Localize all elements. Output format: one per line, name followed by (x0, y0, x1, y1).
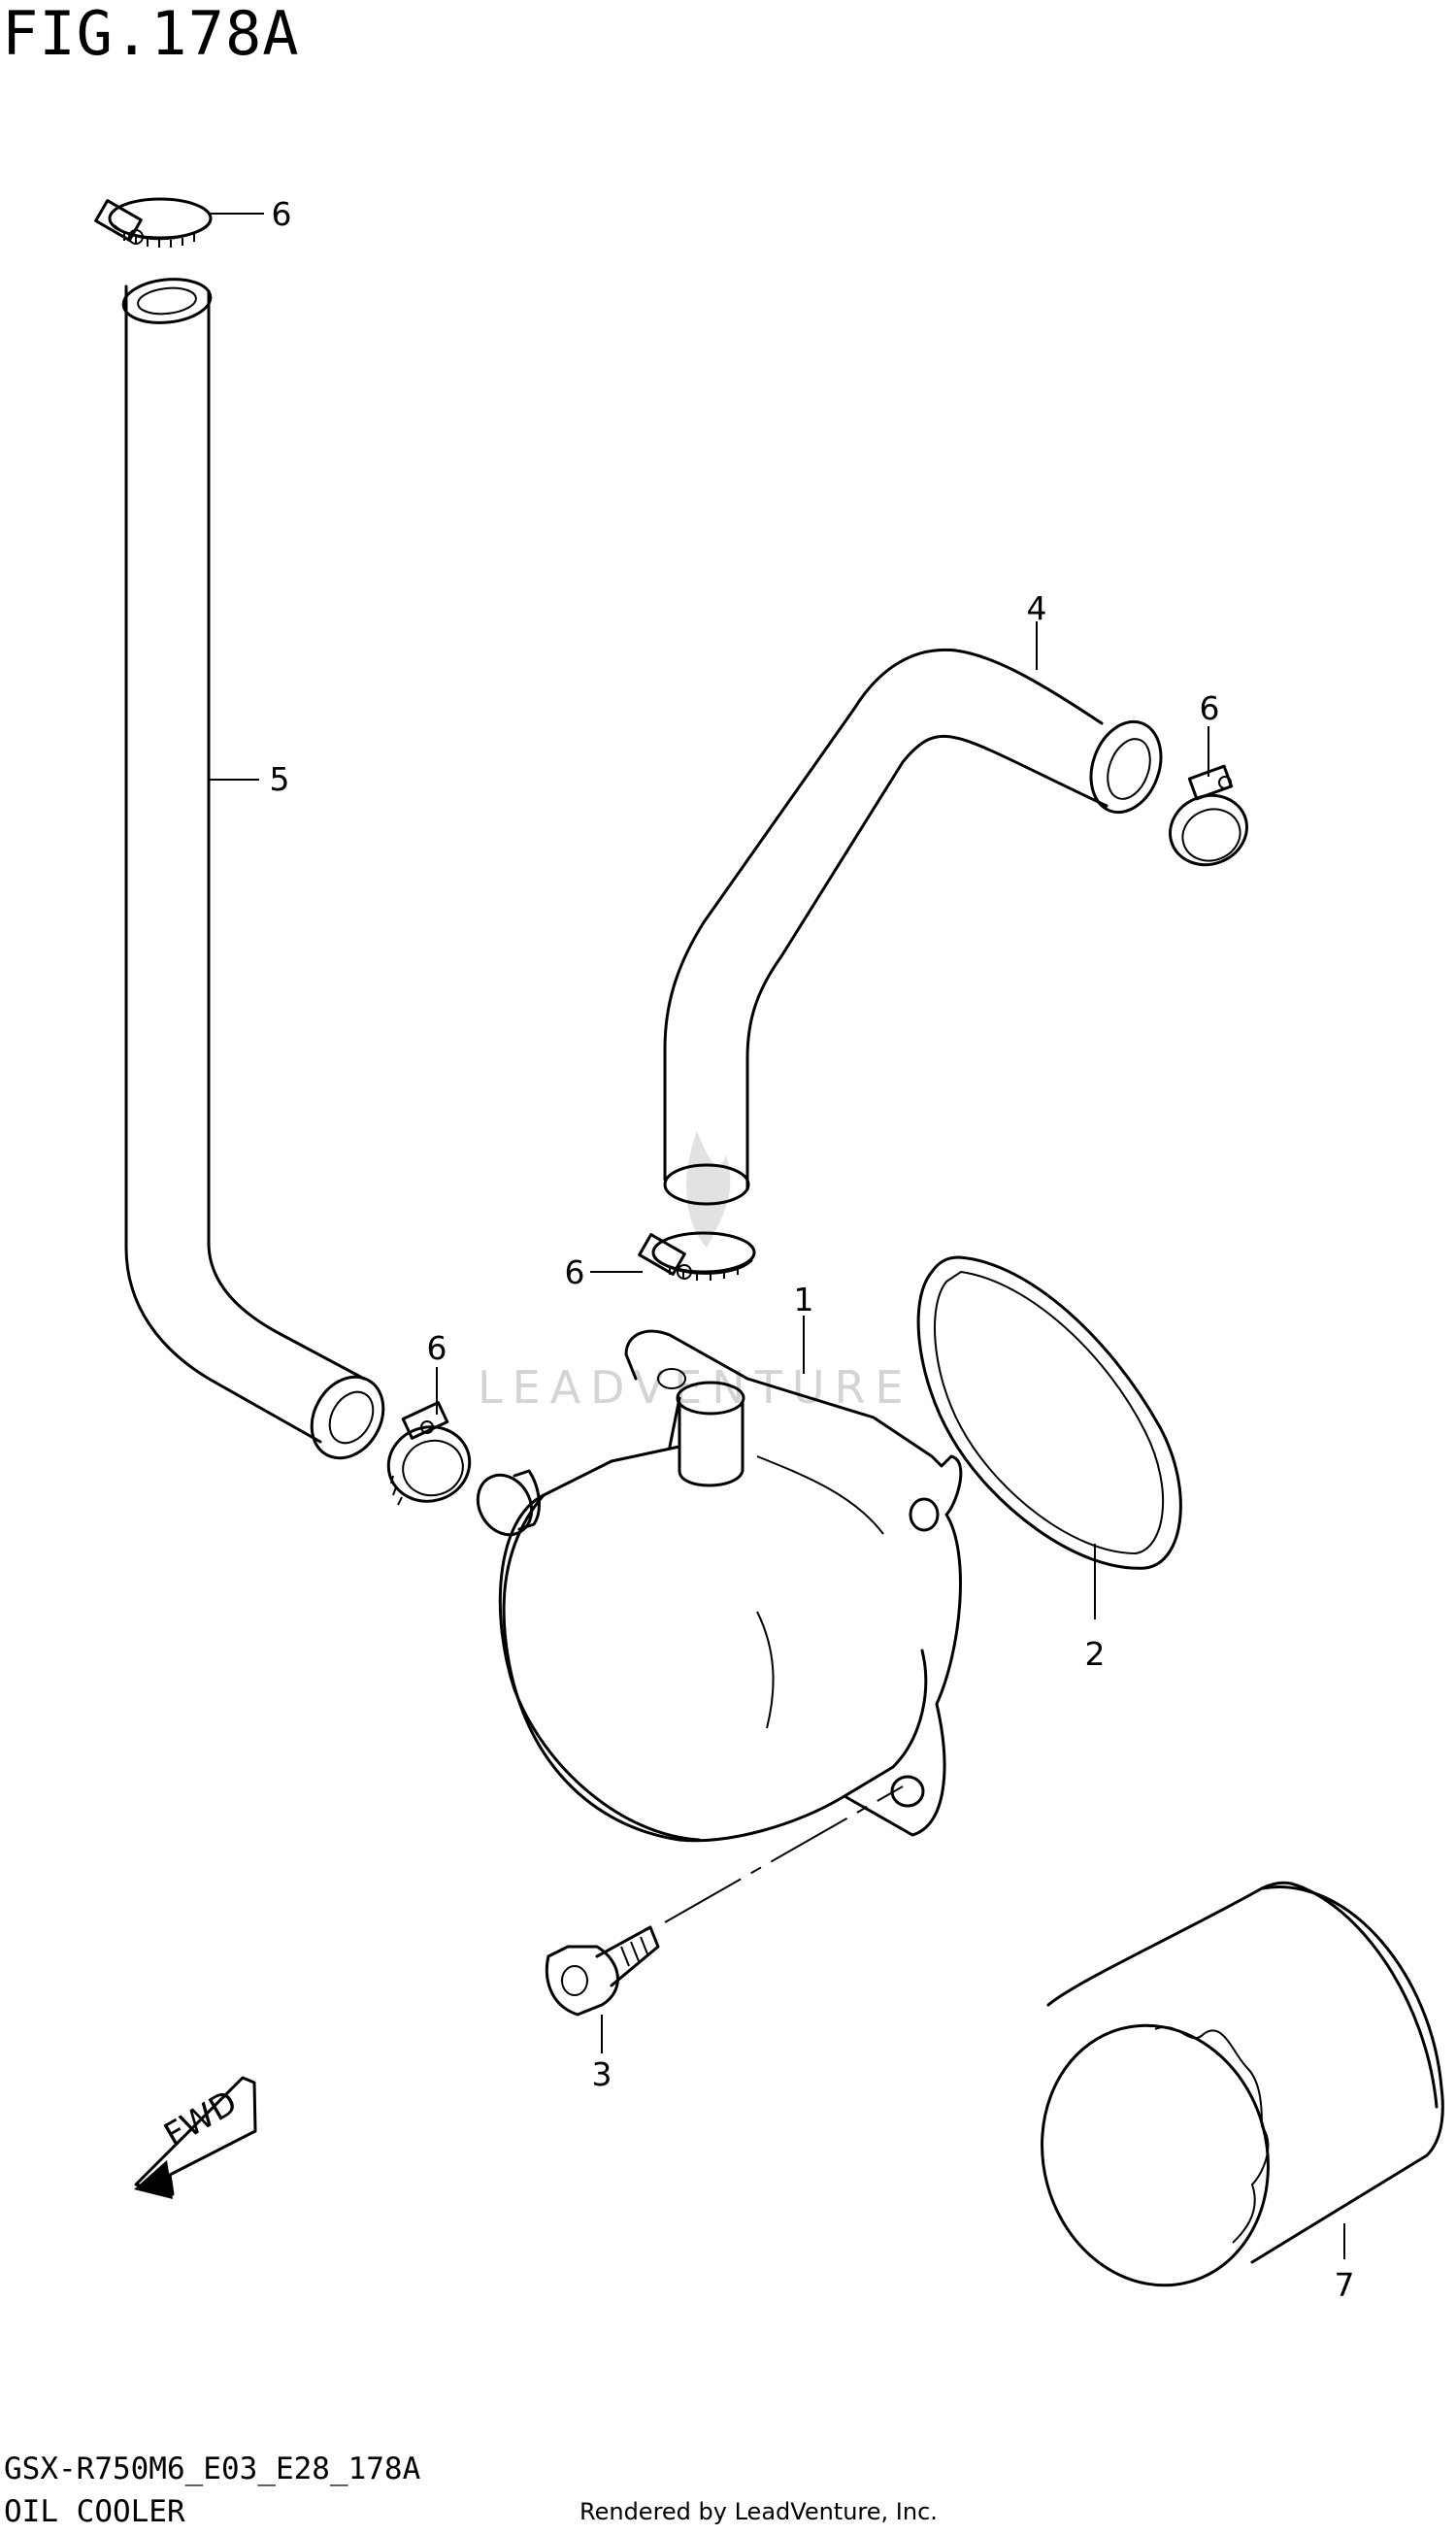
hose-4 (663, 648, 1163, 1206)
hose-5 (121, 278, 385, 1460)
clamp-6-middle (638, 1231, 756, 1281)
callouts: 1 2 3 4 5 6 6 6 6 7 (270, 195, 1355, 2304)
leader-lines (208, 213, 1345, 2259)
model-code: GSX-R750M6_E03_E28_178A (4, 2452, 421, 2486)
figure-title: FIG.178A (2, 0, 300, 69)
oil-cooler-1 (476, 1329, 963, 1843)
callout-6-top: 6 (272, 195, 292, 233)
callout-6-middle: 6 (565, 1253, 585, 1291)
clamp-6-left (386, 1401, 472, 1506)
watermark-text: LEADVENTURE (478, 1361, 913, 1414)
clamp-6-top (94, 197, 213, 248)
render-credit: Rendered by LeadVenture, Inc. (579, 2498, 938, 2525)
callout-1: 1 (794, 1281, 814, 1318)
clamp-6-right (1169, 764, 1248, 867)
fwd-arrow: FWD (134, 2076, 257, 2199)
callout-7: 7 (1335, 2266, 1355, 2304)
watermark: LEADVENTURE (478, 1131, 913, 1414)
callout-6-left: 6 (427, 1329, 447, 1367)
bolt-3 (545, 1785, 904, 2017)
callout-3: 3 (592, 2055, 612, 2093)
o-ring-2 (916, 1255, 1182, 1570)
callout-6-right: 6 (1200, 689, 1220, 727)
callout-2: 2 (1085, 1635, 1106, 1673)
section-name: OIL COOLER (4, 2494, 185, 2529)
callout-4: 4 (1027, 589, 1047, 627)
oil-filter-7 (1041, 1881, 1444, 2287)
callout-5: 5 (270, 760, 290, 798)
